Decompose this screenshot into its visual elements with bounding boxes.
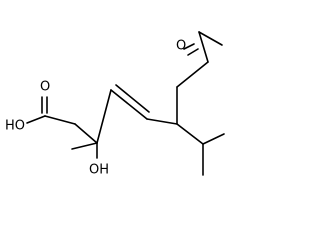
bond-alkene-to-quaternary [96,89,112,144]
bond-acid-to-hydroxyl [26,115,46,124]
bond-methyl-to-carbonyl [198,31,223,46]
bond-ch2-to-acid-carbon [44,115,76,125]
bond-alkene-main [110,89,148,120]
chemical-structure-diagram: O O HO OH [5,31,225,178]
bond-branch-to-alkene [146,118,178,125]
bond-carbonyl-double-a [183,43,195,50]
bond-branch-to-isopropyl [176,123,204,145]
bond-carbonyl-double-b [187,48,199,56]
bond-carbonyl-to-ch2 [198,31,209,63]
quaternary-carbon-substituents [71,123,98,159]
bond-quaternary-to-ch2 [74,123,98,144]
alkene-segment [96,84,178,144]
ketone-chain [176,31,223,125]
alcohol-hydroxyl-label: OH [89,163,109,178]
bond-ch2-to-ch2 [176,61,209,88]
acid-hydroxyl-label: HO [5,119,25,134]
bond-isopropyl-methyl-a [202,133,225,145]
isopropyl-group [176,123,225,176]
bond-quaternary-to-methyl [71,142,98,150]
ketone-oxygen-label: O [176,39,186,54]
acid-oxygen-label: O [40,80,50,95]
bond-alkene-inner [115,84,150,113]
carboxylic-acid-group [26,96,76,125]
